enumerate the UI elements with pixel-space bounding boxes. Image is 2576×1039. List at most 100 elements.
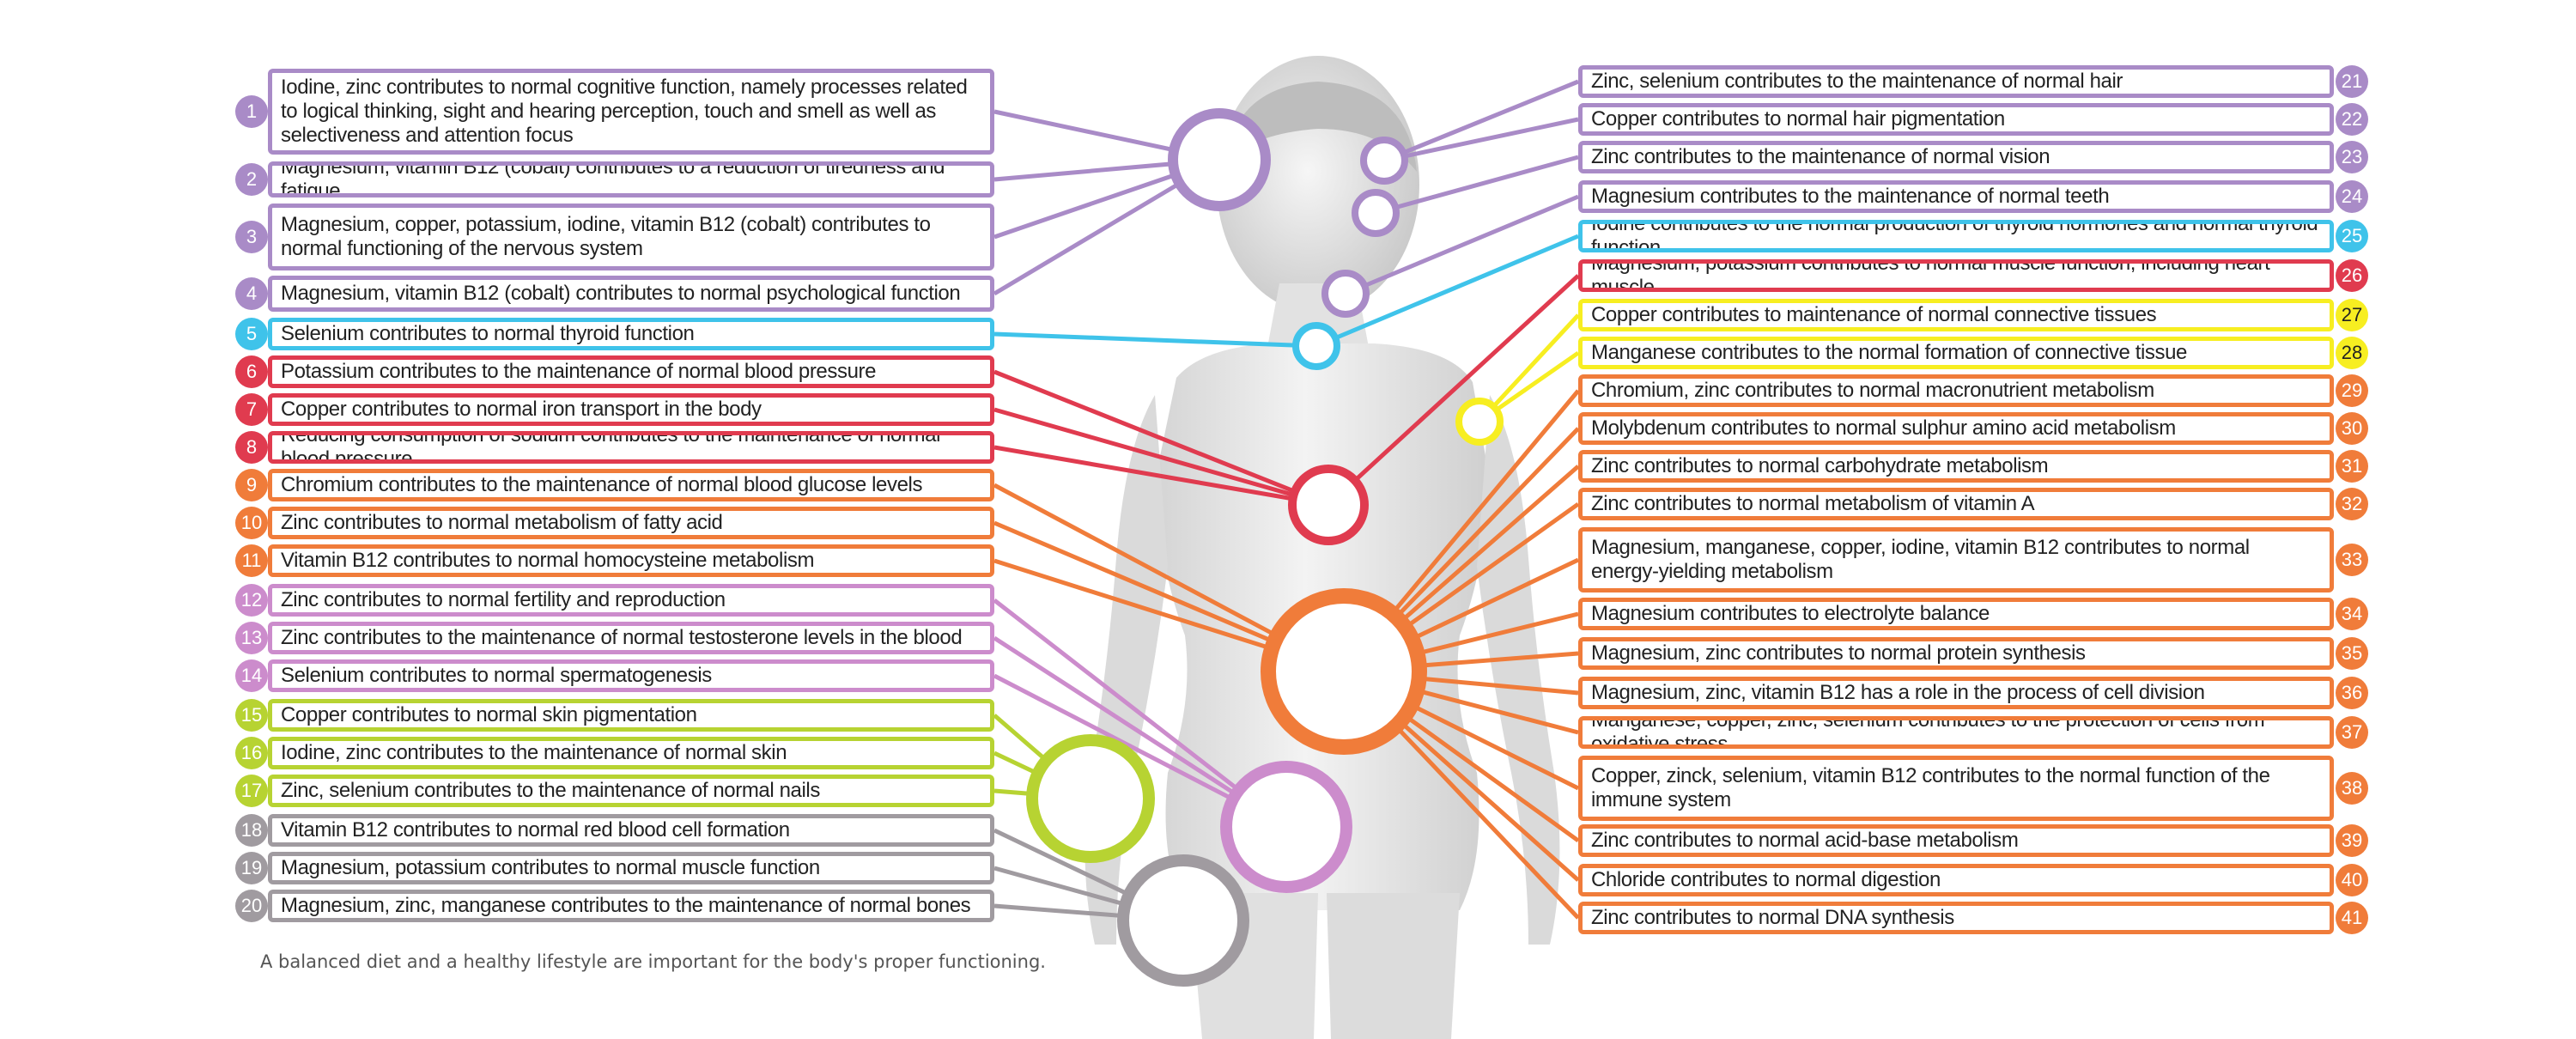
- claim-1: Iodine, zinc contributes to normal cogni…: [268, 69, 994, 155]
- claim-36: Magnesium, zinc, vitamin B12 has a role …: [1578, 677, 2334, 709]
- claim-37: Manganese, copper, zinc, selenium contri…: [1578, 716, 2334, 749]
- connector-line: [993, 331, 1317, 349]
- claim-number-badge: 8: [235, 431, 268, 464]
- claim-number-badge: 34: [2336, 598, 2368, 630]
- claim-2: Magnesium, vitamin B12 (cobalt) contribu…: [268, 161, 994, 197]
- claim-number-badge: 21: [2336, 65, 2368, 98]
- hub-circle-thyroid: [1292, 322, 1340, 370]
- claim-number-badge: 27: [2336, 299, 2368, 331]
- claim-40: Chloride contributes to normal digestion: [1578, 864, 2334, 896]
- claim-number-badge: 30: [2336, 412, 2368, 445]
- claim-number-badge: 24: [2336, 180, 2368, 213]
- claim-number-badge: 31: [2336, 450, 2368, 483]
- claim-6: Potassium contributes to the maintenance…: [268, 355, 994, 388]
- claim-21: Zinc, selenium contributes to the mainte…: [1578, 65, 2334, 98]
- connector-line: [993, 369, 1329, 507]
- right-leg-shape: [1327, 893, 1460, 1039]
- claim-23: Zinc contributes to the maintenance of n…: [1578, 141, 2334, 173]
- claim-text: Magnesium, vitamin B12 (cobalt) contribu…: [281, 282, 961, 305]
- claim-19: Magnesium, potassium contributes to norm…: [268, 852, 994, 884]
- connector-line: [1383, 79, 1579, 163]
- claim-text: Zinc contributes to normal carbohydrate …: [1591, 454, 2049, 477]
- claim-number-badge: 7: [235, 393, 268, 426]
- claim-14: Selenium contributes to normal spermatog…: [268, 659, 994, 692]
- claim-text: Magnesium contributes to the maintenance…: [1591, 185, 2110, 208]
- claim-text: Vitamin B12 contributes to normal red bl…: [281, 818, 790, 842]
- claim-33: Magnesium, manganese, copper, iodine, vi…: [1578, 527, 2334, 592]
- claim-number-badge: 36: [2336, 677, 2368, 709]
- claim-9: Chromium contributes to the maintenance …: [268, 469, 994, 501]
- claim-30: Molybdenum contributes to normal sulphur…: [1578, 412, 2334, 445]
- claim-text: Iodine contributes to the normal product…: [1591, 220, 2318, 252]
- claim-number-badge: 10: [235, 507, 268, 539]
- claim-4: Magnesium, vitamin B12 (cobalt) contribu…: [268, 276, 994, 312]
- claim-number-badge: 20: [235, 890, 268, 922]
- claim-number-badge: 37: [2336, 716, 2368, 749]
- claim-34: Magnesium contributes to electrolyte bal…: [1578, 598, 2334, 630]
- claim-28: Manganese contributes to the normal form…: [1578, 337, 2334, 369]
- claim-text: Magnesium, zinc, vitamin B12 has a role …: [1591, 681, 2205, 704]
- claim-text: Magnesium, copper, potassium, iodine, vi…: [281, 213, 931, 260]
- right-arm-shape: [1477, 395, 1560, 945]
- hub-circle-bone: [1117, 854, 1249, 987]
- hub-circle-heart: [1288, 465, 1369, 545]
- connector-line: [1375, 155, 1579, 216]
- connector-line: [1345, 194, 1579, 296]
- connector-lines: [993, 79, 1580, 923]
- claim-35: Magnesium, zinc contributes to normal pr…: [1578, 637, 2334, 670]
- claim-number-badge: 9: [235, 469, 268, 501]
- claim-text: Selenium contributes to normal thyroid f…: [281, 322, 695, 345]
- connector-line: [993, 407, 1329, 507]
- claim-number-badge: 41: [2336, 902, 2368, 934]
- claim-text: Iodine, zinc contributes to normal cogni…: [281, 76, 968, 147]
- claim-text: Iodine, zinc contributes to the maintena…: [281, 741, 787, 764]
- claim-text: Chromium, zinc contributes to normal mac…: [1591, 379, 2154, 402]
- claim-text: Zinc contributes to the maintenance of n…: [281, 626, 963, 649]
- claim-39: Zinc contributes to normal acid-base met…: [1578, 824, 2334, 857]
- organ-hubs: [1026, 108, 1504, 987]
- claim-number-badge: 40: [2336, 864, 2368, 896]
- claim-text: Copper contributes to normal hair pigmen…: [1591, 107, 2005, 131]
- claim-number-badge: 18: [235, 814, 268, 847]
- claim-text: Magnesium, potassium contributes to norm…: [1591, 259, 2270, 292]
- claim-number-badge: 17: [235, 775, 268, 807]
- claim-7: Copper contributes to normal iron transp…: [268, 393, 994, 426]
- hub-circle-skin: [1026, 734, 1155, 863]
- claim-26: Magnesium, potassium contributes to norm…: [1578, 259, 2334, 292]
- claim-number-badge: 33: [2336, 544, 2368, 576]
- hub-circle-eye: [1352, 189, 1400, 237]
- claim-22: Copper contributes to normal hair pigmen…: [1578, 103, 2334, 136]
- claim-number-badge: 14: [235, 659, 268, 692]
- claim-text: Copper contributes to normal iron transp…: [281, 398, 762, 421]
- claim-text: Magnesium, manganese, copper, iodine, vi…: [1591, 536, 2250, 583]
- claim-number-badge: 5: [235, 318, 268, 350]
- footnote: A balanced diet and a healthy lifestyle …: [260, 951, 1046, 972]
- claim-text: Zinc contributes to normal metabolism of…: [281, 511, 723, 534]
- hub-circle-mouth: [1321, 270, 1370, 318]
- claim-text: Potassium contributes to the maintenance…: [281, 360, 877, 383]
- claim-number-badge: 35: [2336, 637, 2368, 670]
- claim-text: Zinc, selenium contributes to the mainte…: [281, 779, 820, 802]
- claim-number-badge: 16: [235, 737, 268, 769]
- claim-number-badge: 19: [235, 852, 268, 884]
- claim-31: Zinc contributes to normal carbohydrate …: [1578, 450, 2334, 483]
- claim-number-badge: 2: [235, 163, 268, 196]
- claim-29: Chromium, zinc contributes to normal mac…: [1578, 374, 2334, 407]
- claim-number-badge: 6: [235, 355, 268, 388]
- claim-text: Copper, zinck, selenium, vitamin B12 con…: [1591, 764, 2270, 811]
- claim-15: Copper contributes to normal skin pigmen…: [268, 699, 994, 732]
- claim-38: Copper, zinck, selenium, vitamin B12 con…: [1578, 756, 2334, 821]
- claim-text: Zinc contributes to normal metabolism of…: [1591, 492, 2035, 515]
- claim-12: Zinc contributes to normal fertility and…: [268, 584, 994, 617]
- connector-line: [1327, 274, 1580, 507]
- claim-text: Magnesium, zinc, manganese contributes t…: [281, 894, 971, 917]
- claim-5: Selenium contributes to normal thyroid f…: [268, 318, 994, 350]
- claim-text: Magnesium, zinc contributes to normal pr…: [1591, 641, 2086, 665]
- claim-number-badge: 26: [2336, 259, 2368, 292]
- claim-text: Reducing consumption of sodium contribut…: [281, 431, 941, 464]
- claim-24: Magnesium contributes to the maintenance…: [1578, 180, 2334, 213]
- connector-line: [1478, 313, 1580, 423]
- claim-text: Magnesium, potassium contributes to norm…: [281, 856, 820, 879]
- claim-number-badge: 15: [235, 699, 268, 732]
